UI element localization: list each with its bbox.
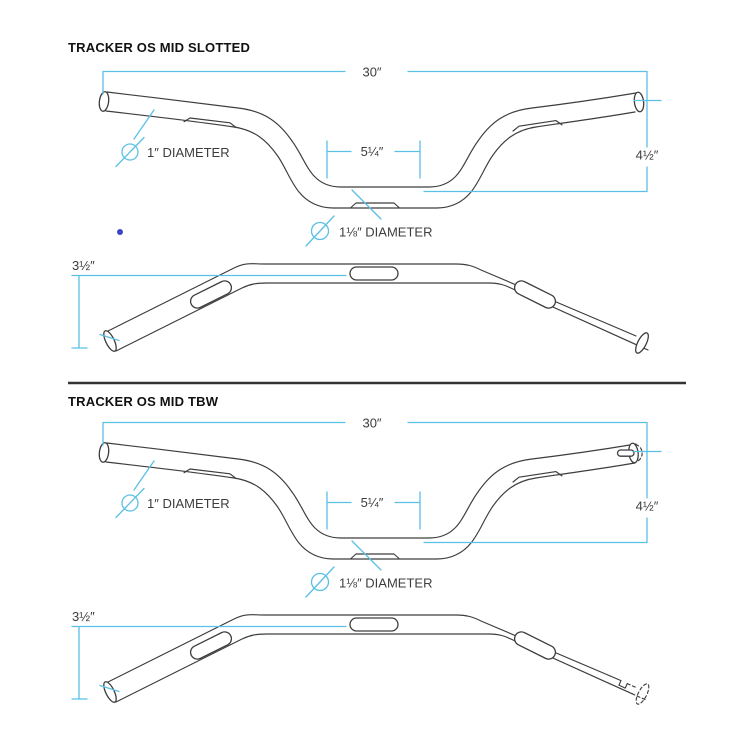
grip-diameter-label: 1″ DIAMETER xyxy=(147,145,230,160)
pullback-label: 3½″ xyxy=(72,609,95,624)
tbw-hidden-arc xyxy=(635,443,643,463)
grip-diameter-label: 1″ DIAMETER xyxy=(147,496,230,511)
section-slotted: TRACKER OS MID SLOTTED 30″ 5¼″ 4½″ 1″ DI… xyxy=(68,40,662,354)
tbw-plan-tip-end xyxy=(635,683,650,705)
tbw-bar-end xyxy=(616,442,643,464)
rise-label: 4½″ xyxy=(636,148,659,163)
center-width-label: 5¼″ xyxy=(361,144,384,159)
tbw-plan-tip xyxy=(609,675,650,705)
bar-front-right-tip xyxy=(633,91,645,113)
plan-view xyxy=(100,263,611,354)
section-title: TRACKER OS MID SLOTTED xyxy=(68,40,250,55)
center-diameter-label: 1⅛″ DIAMETER xyxy=(339,576,432,591)
pullback-label: 3½″ xyxy=(72,258,95,273)
section-tbw: TRACKER OS MID TBW 30″ 5¼″ 4½″ 1″ DIAMET… xyxy=(68,394,662,705)
overall-width-label: 30″ xyxy=(362,416,381,431)
section-title: TRACKER OS MID TBW xyxy=(68,394,219,409)
tbw-plan-tip-solid xyxy=(609,675,633,695)
bar-plan-right-tip xyxy=(635,332,649,354)
center-diameter-label: 1⅛″ DIAMETER xyxy=(339,225,432,240)
tbw-plan-tip-hidden xyxy=(626,683,647,701)
center-width-label: 5¼″ xyxy=(361,495,384,510)
plan-view xyxy=(100,614,611,705)
rise-label: 4½″ xyxy=(636,499,659,514)
tbw-end-slot xyxy=(616,449,635,457)
overall-width-label: 30″ xyxy=(362,65,381,80)
accent-dot xyxy=(117,229,123,235)
